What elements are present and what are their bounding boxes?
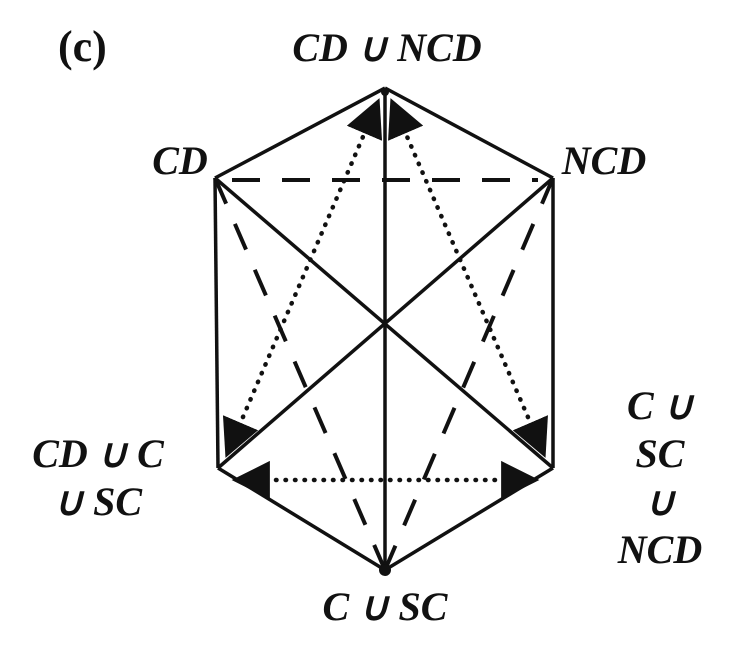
solid-edges (213, 86, 555, 572)
node-label-lower-right: C ∪ SC ∪ NCD (613, 382, 707, 574)
vertex-dots (379, 88, 391, 576)
node-label-lower-right-line1: C ∪ SC (627, 383, 693, 476)
node-label-upper-right: NCD (561, 138, 647, 183)
node-label-lower-left: CD ∪ C ∪ SC (32, 430, 164, 526)
node-label-lower-left-line2: ∪ SC (53, 479, 143, 524)
node-label-bottom: C ∪ SC (322, 584, 448, 629)
node-label-lower-left-line1: CD ∪ C (32, 431, 164, 476)
node-label-lower-right-line2: ∪ NCD (617, 479, 703, 572)
dotted-arrow-edges (222, 98, 548, 500)
figure-caption: (c) (58, 22, 107, 71)
node-label-top: CD ∪ NCD (292, 25, 482, 70)
node-label-upper-left: CD (152, 138, 208, 183)
